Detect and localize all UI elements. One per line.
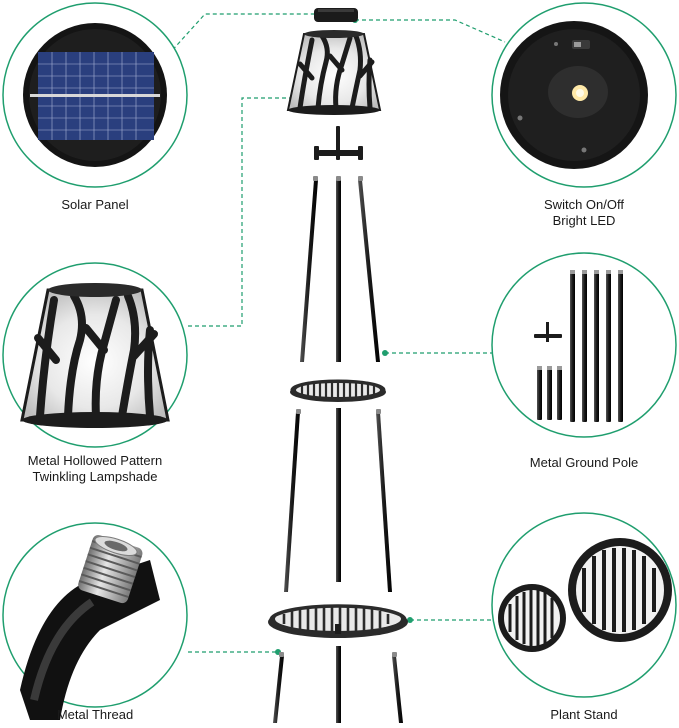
upper-tray	[290, 379, 386, 402]
lampshade-part	[286, 30, 382, 115]
ground-pole-text: Metal Ground Pole	[529, 455, 639, 470]
label-metal-thread: Metal Thread	[0, 707, 190, 723]
label-lampshade: Metal Hollowed Pattern Twinkling Lampsha…	[0, 453, 190, 485]
solar-panel-callout	[2, 2, 188, 188]
middle-poles	[284, 408, 392, 592]
ground-spikes	[273, 646, 403, 723]
lampshade-callout	[2, 262, 188, 448]
led-text: Bright LED	[552, 213, 616, 228]
thread-icon	[78, 534, 143, 604]
plant-stand-callout	[491, 512, 677, 698]
lampshade-text-2: Twinkling Lampshade	[32, 469, 158, 484]
ground-pole-callout	[491, 252, 677, 438]
switch-led-callout	[491, 2, 677, 188]
small-tray-icon	[498, 584, 566, 652]
lampshade-text-1: Metal Hollowed Pattern	[27, 453, 163, 468]
metal-thread-callout	[2, 522, 188, 720]
solar-panel-text: Solar Panel	[61, 197, 129, 212]
lower-tray	[268, 604, 408, 638]
label-switch-led: Switch On/Off Bright LED	[489, 197, 679, 229]
switch-text: Switch On/Off	[544, 197, 624, 212]
label-plant-stand: Plant Stand	[489, 707, 679, 723]
upper-poles	[300, 176, 380, 362]
large-tray-icon	[568, 538, 672, 642]
connector-lines	[167, 13, 506, 653]
label-ground-pole: Metal Ground Pole	[489, 455, 679, 471]
plant-stand-text: Plant Stand	[550, 707, 618, 722]
metal-thread-text: Metal Thread	[56, 707, 134, 722]
label-solar-panel: Solar Panel	[0, 197, 190, 213]
bracket-icon	[534, 322, 562, 342]
solar-cap-part	[314, 8, 358, 22]
bracket-part	[314, 126, 363, 160]
